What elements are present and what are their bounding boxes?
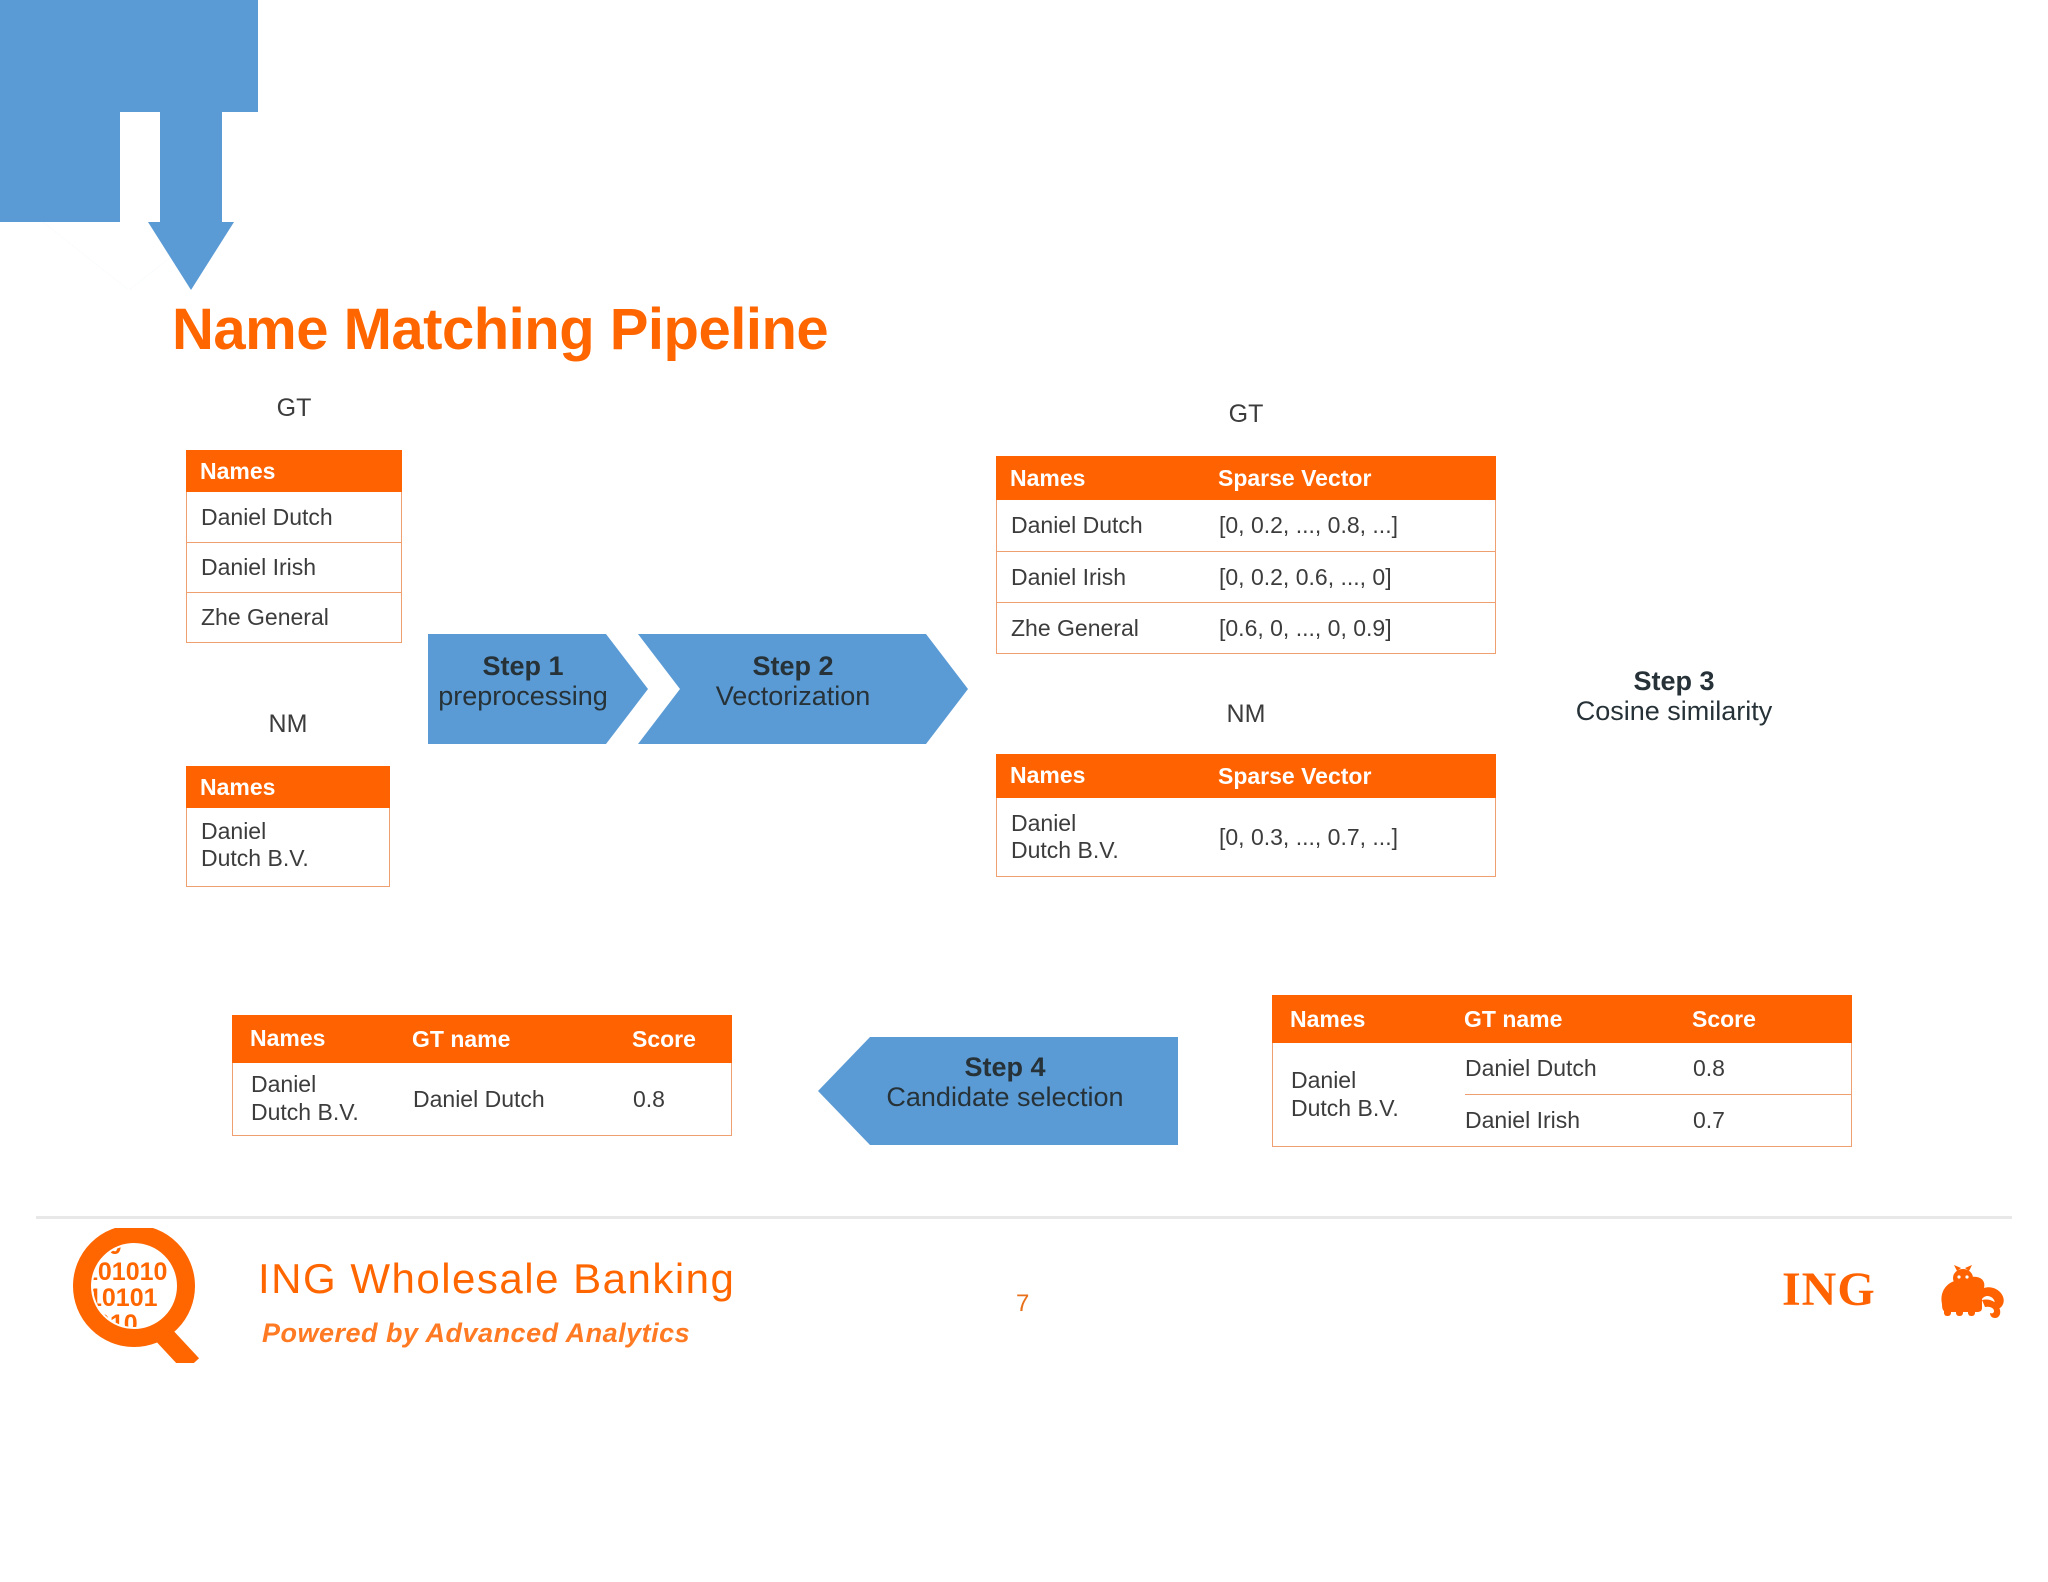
ing-lion-icon — [1930, 1264, 2010, 1325]
step-1-subtitle: preprocessing — [438, 681, 608, 712]
step-2-subtitle: Vectorization — [715, 681, 871, 712]
table-header-row: Names Sparse Vector — [996, 456, 1496, 500]
column-header-names: Names — [200, 773, 276, 800]
cell-gt-name: Daniel Irish — [1465, 1107, 1581, 1133]
step-3-subtitle: Cosine similarity — [1575, 696, 1773, 727]
table-row: Daniel Irish — [187, 542, 401, 592]
arrow-step-1 — [428, 634, 648, 744]
cell-name: Daniel Dutch — [201, 503, 333, 530]
step-4-subtitle: Candidate selection — [886, 1082, 1124, 1113]
table-row: Zhe General — [187, 592, 401, 642]
column-header-names: Names — [250, 1025, 326, 1052]
column-header-gt-name: GT name — [412, 1025, 511, 1052]
caption-nm-input: NM — [268, 710, 308, 738]
candidate-rows: Daniel Dutch 0.8 Daniel Irish 0.7 — [1465, 1043, 1851, 1146]
cell-gt-name: Daniel Dutch — [1465, 1055, 1597, 1081]
step-1-label: Step 1 preprocessing — [428, 651, 618, 711]
cell-sparse-vector: [0, 0.3, ..., 0.7, ...] — [1219, 823, 1398, 850]
table-row: Daniel Irish [0, 0.2, 0.6, ..., 0] — [997, 551, 1495, 602]
table-row: Daniel Irish 0.7 — [1465, 1094, 1851, 1146]
cell-name: Daniel Irish — [201, 554, 317, 580]
cell-name: Daniel Irish — [1011, 563, 1127, 590]
table-body: Daniel Dutch Daniel Irish Zhe General — [186, 492, 402, 643]
table-gt-vector: Names Sparse Vector Daniel Dutch [0, 0.2… — [996, 456, 1496, 654]
column-header-names: Names — [1010, 464, 1086, 491]
step-4-title: Step 4 — [964, 1052, 1046, 1082]
column-header-sparse-vector: Sparse Vector — [1218, 464, 1372, 491]
table-header-row: Names GT name Score — [1272, 995, 1852, 1043]
table-body: Daniel Dutch [0, 0.2, ..., 0.8, ...] Dan… — [996, 500, 1496, 654]
page-number: 7 — [1016, 1290, 1030, 1317]
arrow-step-3-shape — [0, 0, 258, 290]
cell-sparse-vector: [0.6, 0, ..., 0, 0.9] — [1219, 614, 1392, 641]
ing-wordmark: ING — [1782, 1263, 1876, 1316]
cell-score: 0.8 — [1693, 1055, 1725, 1081]
column-header-names: Names — [1010, 762, 1086, 789]
svg-text:101010: 101010 — [84, 1258, 167, 1286]
caption-nm-vector: NM — [1226, 700, 1266, 728]
table-header-row: Names — [186, 766, 390, 808]
step-1-title: Step 1 — [482, 651, 564, 681]
table-header-row: Names — [186, 450, 402, 492]
column-header-gt-name: GT name — [1464, 1005, 1563, 1032]
column-header-names: Names — [200, 457, 276, 484]
table-header-row: Names GT name Score — [232, 1015, 732, 1063]
cell-name: Zhe General — [1011, 614, 1139, 641]
svg-text:10101: 10101 — [88, 1284, 158, 1312]
table-header-row: Names Sparse Vector — [996, 754, 1496, 798]
cell-gt-name: Daniel Dutch — [413, 1085, 545, 1112]
step-3-title: Step 3 — [1633, 666, 1715, 696]
arrow-step-4 — [818, 1037, 1178, 1145]
footer-brand-text: ING Wholesale Banking — [258, 1255, 736, 1302]
arrow-step-2 — [638, 634, 968, 744]
table-row: Daniel Dutch [0, 0.2, ..., 0.8, ...] — [997, 500, 1495, 551]
column-header-sparse-vector: Sparse Vector — [1218, 762, 1372, 789]
caption-gt-input: GT — [276, 394, 312, 422]
step-4-label: Step 4 Candidate selection — [850, 1052, 1160, 1112]
column-header-score: Score — [1692, 1005, 1756, 1032]
step-3-label: Step 3 Cosine similarity — [1545, 666, 1803, 726]
page-title: Name Matching Pipeline — [172, 297, 829, 362]
table-row: Daniel Dutch — [187, 492, 401, 542]
table-row: Daniel Dutch 0.8 — [1465, 1043, 1851, 1094]
footer-divider — [36, 1216, 2012, 1219]
magnifier-binary-logo-icon: 10 101010 10101 010 — [72, 1225, 220, 1372]
cell-sparse-vector: [0, 0.2, ..., 0.8, ...] — [1219, 512, 1398, 538]
arrow-step-3 — [0, 0, 258, 290]
column-header-score: Score — [632, 1025, 696, 1052]
step-2-title: Step 2 — [752, 651, 834, 681]
caption-gt-vector: GT — [1228, 400, 1264, 428]
table-gt-input: Names Daniel Dutch Daniel Irish Zhe Gene… — [186, 450, 402, 643]
ing-logo: ING — [1782, 1262, 2010, 1324]
cell-sparse-vector: [0, 0.2, 0.6, ..., 0] — [1219, 563, 1392, 590]
cell-score: 0.8 — [633, 1085, 665, 1112]
footer-tagline-text: Powered by Advanced Analytics — [262, 1318, 691, 1348]
column-header-names: Names — [1290, 1005, 1366, 1032]
cell-score: 0.7 — [1693, 1107, 1725, 1133]
step-2-label: Step 2 Vectorization — [648, 651, 938, 711]
cell-name: Zhe General — [201, 604, 329, 630]
table-row: Zhe General [0.6, 0, ..., 0, 0.9] — [997, 602, 1495, 653]
cell-name: Daniel Dutch — [1011, 512, 1143, 538]
